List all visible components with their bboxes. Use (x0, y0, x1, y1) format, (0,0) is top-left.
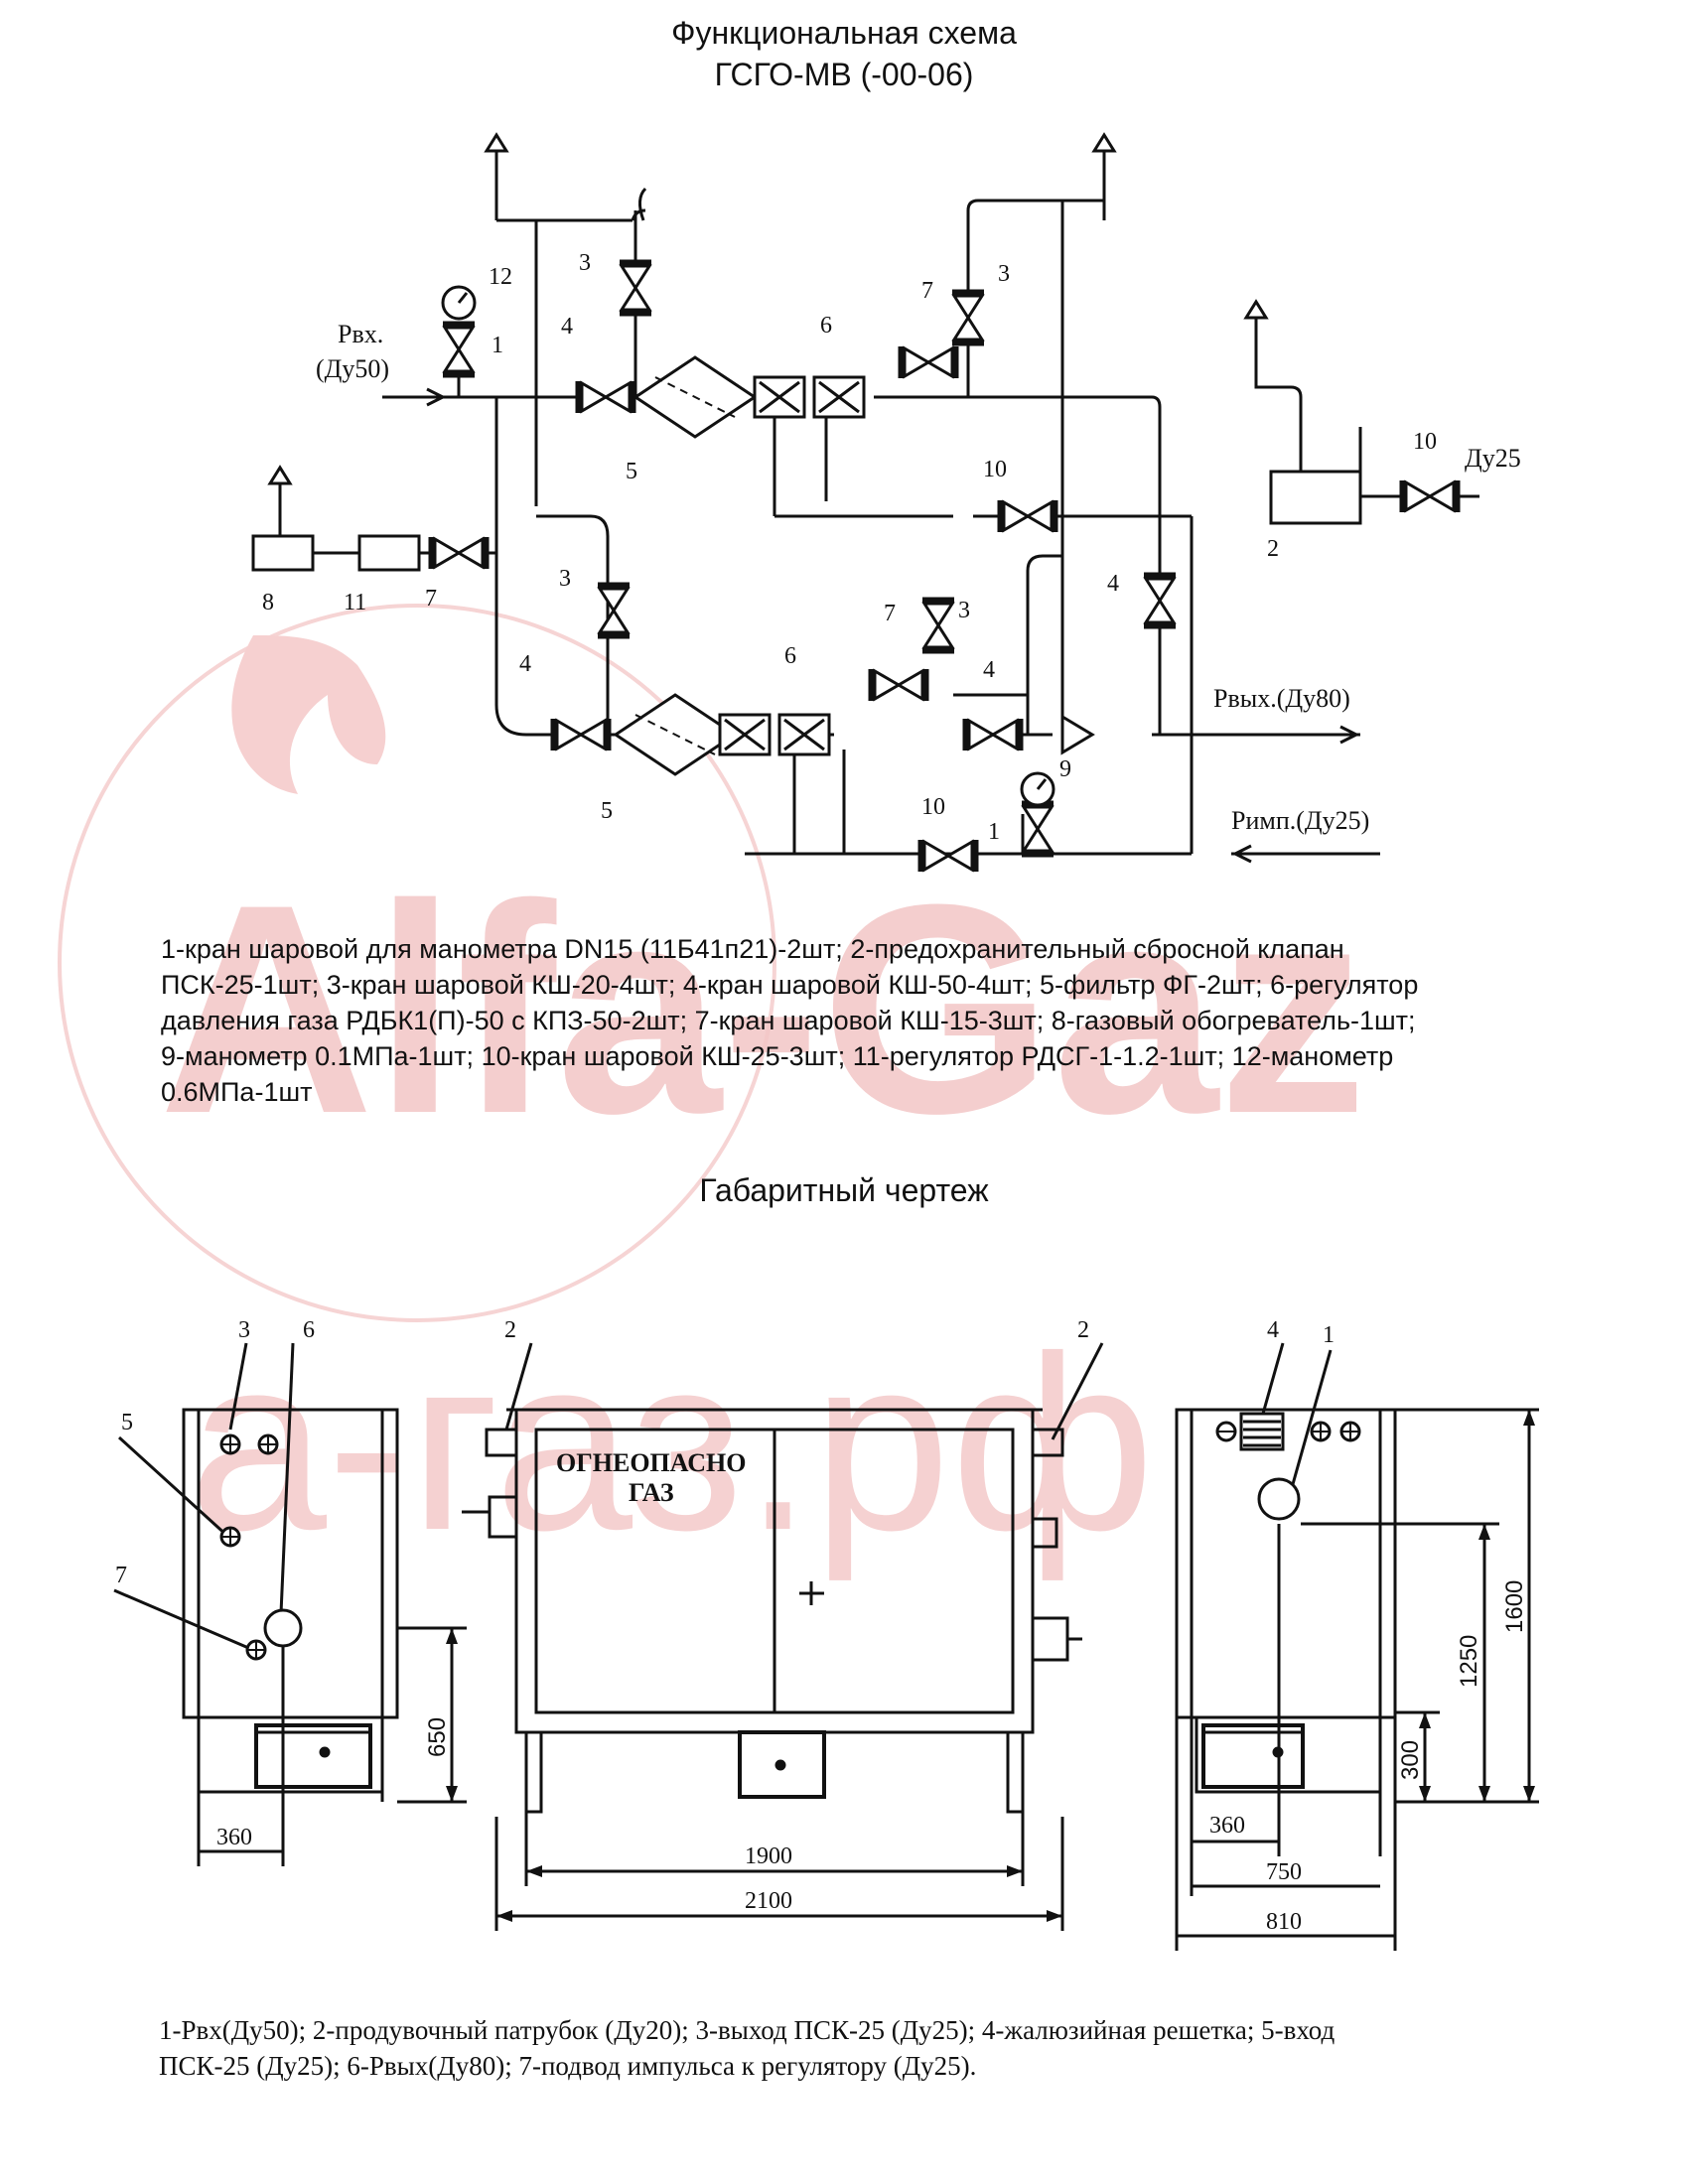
psk-inlet-label: Ду25 (1465, 444, 1521, 473)
outlet-label: Рвых.(Ду80) (1213, 684, 1350, 713)
num-10-lower: 10 (921, 794, 945, 820)
door-text-line2: ГАЗ (629, 1478, 674, 1507)
num-1-upper: 1 (492, 333, 503, 358)
num-6-lower: 6 (784, 643, 796, 669)
num-4-lower: 4 (519, 651, 531, 677)
scheme-title-line2: ГСГО-МВ (-00-06) (714, 57, 974, 92)
dim-front-outer: 2100 (745, 1888, 792, 1914)
num-3-lower: 3 (559, 566, 571, 592)
impulse-label: Римп.(Ду25) (1231, 806, 1369, 835)
num-3-upper: 3 (579, 250, 591, 276)
drawing-legend-line1: 1-Рвх(Ду50); 2-продувочный патрубок (Ду2… (159, 2015, 1336, 2045)
callout-7-left: 7 (115, 1563, 127, 1588)
inlet-size: (Ду50) (316, 354, 389, 383)
num-4-right: 4 (1107, 571, 1119, 597)
scheme-legend-line4: 9-манометр 0.1МПа-1шт; 10-кран шаровой К… (161, 1041, 1394, 1071)
scheme-legend-line5: 0.6МПа-1шт (161, 1077, 313, 1107)
scheme-legend-line1: 1-кран шаровой для манометра DN15 (11Б41… (161, 934, 1344, 964)
watermark-brand: Alfa-Gaz (159, 842, 1367, 1175)
callout-1-right: 1 (1323, 1322, 1335, 1348)
regulator-11-icon (357, 534, 421, 572)
drawing-title: Габаритный чертеж (699, 1172, 989, 1208)
dim-left-width: 360 (216, 1825, 252, 1850)
num-4-outlet: 4 (983, 657, 995, 683)
left-view-body (182, 1408, 399, 1719)
callout-3-left: 3 (238, 1317, 250, 1343)
num-11: 11 (344, 590, 366, 615)
dim-right-h-1600: 1600 (1501, 1580, 1528, 1633)
num-10-psk: 10 (1413, 429, 1437, 455)
num-10-upper: 10 (983, 457, 1007, 482)
right-view-body (1175, 1408, 1397, 1719)
callout-2-front-left: 2 (504, 1317, 516, 1343)
heater-8-icon (251, 534, 315, 572)
callout-6-left: 6 (303, 1317, 315, 1343)
scheme-legend-line3: давления газа РДБК1(П)-50 с КПЗ-50-2шт; … (161, 1006, 1416, 1035)
num-6-upper: 6 (820, 313, 832, 339)
inlet-label: Рвх. (338, 320, 383, 348)
callout-4-right: 4 (1267, 1317, 1279, 1343)
num-12: 12 (489, 264, 512, 290)
check-valve-icon (1060, 714, 1095, 755)
num-2: 2 (1267, 536, 1279, 562)
watermark-domain: а-газ.рф (189, 1304, 1155, 1581)
dim-right-width-c: 810 (1266, 1909, 1302, 1935)
drawing-legend: 1-Рвх(Ду50); 2-продувочный патрубок (Ду2… (159, 2012, 1549, 2084)
gauge-12-icon (441, 285, 477, 321)
scheme-title: Функциональная схема ГСГО-МВ (-00-06) (0, 12, 1688, 95)
scheme-legend-line2: ПСК-25-1шт; 3-кран шаровой КШ-20-4шт; 4-… (161, 970, 1419, 1000)
dim-right-h-1250: 1250 (1456, 1635, 1482, 1688)
watermark-flame-icon (231, 635, 386, 794)
dim-left-height: 650 (424, 1717, 451, 1757)
psk-2-icon (1269, 470, 1362, 525)
right-view-louver (1239, 1412, 1285, 1451)
dim-right-h-300: 300 (1397, 1740, 1424, 1780)
right-view-inlet (1257, 1477, 1301, 1521)
scheme-title-line1: Функциональная схема (671, 15, 1017, 51)
left-view-outlet (263, 1608, 303, 1648)
num-3-right: 3 (998, 261, 1010, 287)
num-3-mid: 3 (958, 598, 970, 623)
num-5-upper: 5 (626, 459, 637, 484)
functional-scheme: Рвх. (Ду50) Рвых.(Ду80) Римп.(Ду25) Ду25… (251, 133, 1521, 913)
gauge-9-icon (1020, 771, 1055, 807)
num-5-lower: 5 (601, 798, 613, 824)
callout-5-left: 5 (121, 1410, 133, 1435)
num-1-lower: 1 (988, 819, 1000, 845)
drawing-legend-line2: ПСК-25 (Ду25); 6-Рвых(Ду80); 7-подвод им… (159, 2051, 977, 2081)
overall-drawing: ОГНЕОПАСНО ГАЗ 3 6 5 7 2 2 4 1 360 1900 … (113, 1317, 1539, 1951)
num-7-heater: 7 (425, 586, 437, 612)
regulator-6-upper-icon (753, 375, 866, 419)
num-9: 9 (1059, 756, 1071, 782)
callout-2-front-right: 2 (1077, 1317, 1089, 1343)
dim-front-inner: 1900 (745, 1843, 792, 1869)
scheme-legend: 1-кран шаровой для манометра DN15 (11Б41… (161, 931, 1531, 1110)
door-text-line1: ОГНЕОПАСНО (556, 1448, 746, 1477)
regulator-6-lower-icon (718, 713, 831, 756)
num-4-upper: 4 (561, 314, 573, 340)
num-8: 8 (262, 590, 274, 615)
dim-right-width-a: 360 (1209, 1813, 1245, 1839)
watermark-ring (58, 604, 776, 1322)
dim-right-width-b: 750 (1266, 1859, 1302, 1885)
num-7-lower: 7 (884, 601, 896, 626)
num-7-upper: 7 (921, 278, 933, 304)
